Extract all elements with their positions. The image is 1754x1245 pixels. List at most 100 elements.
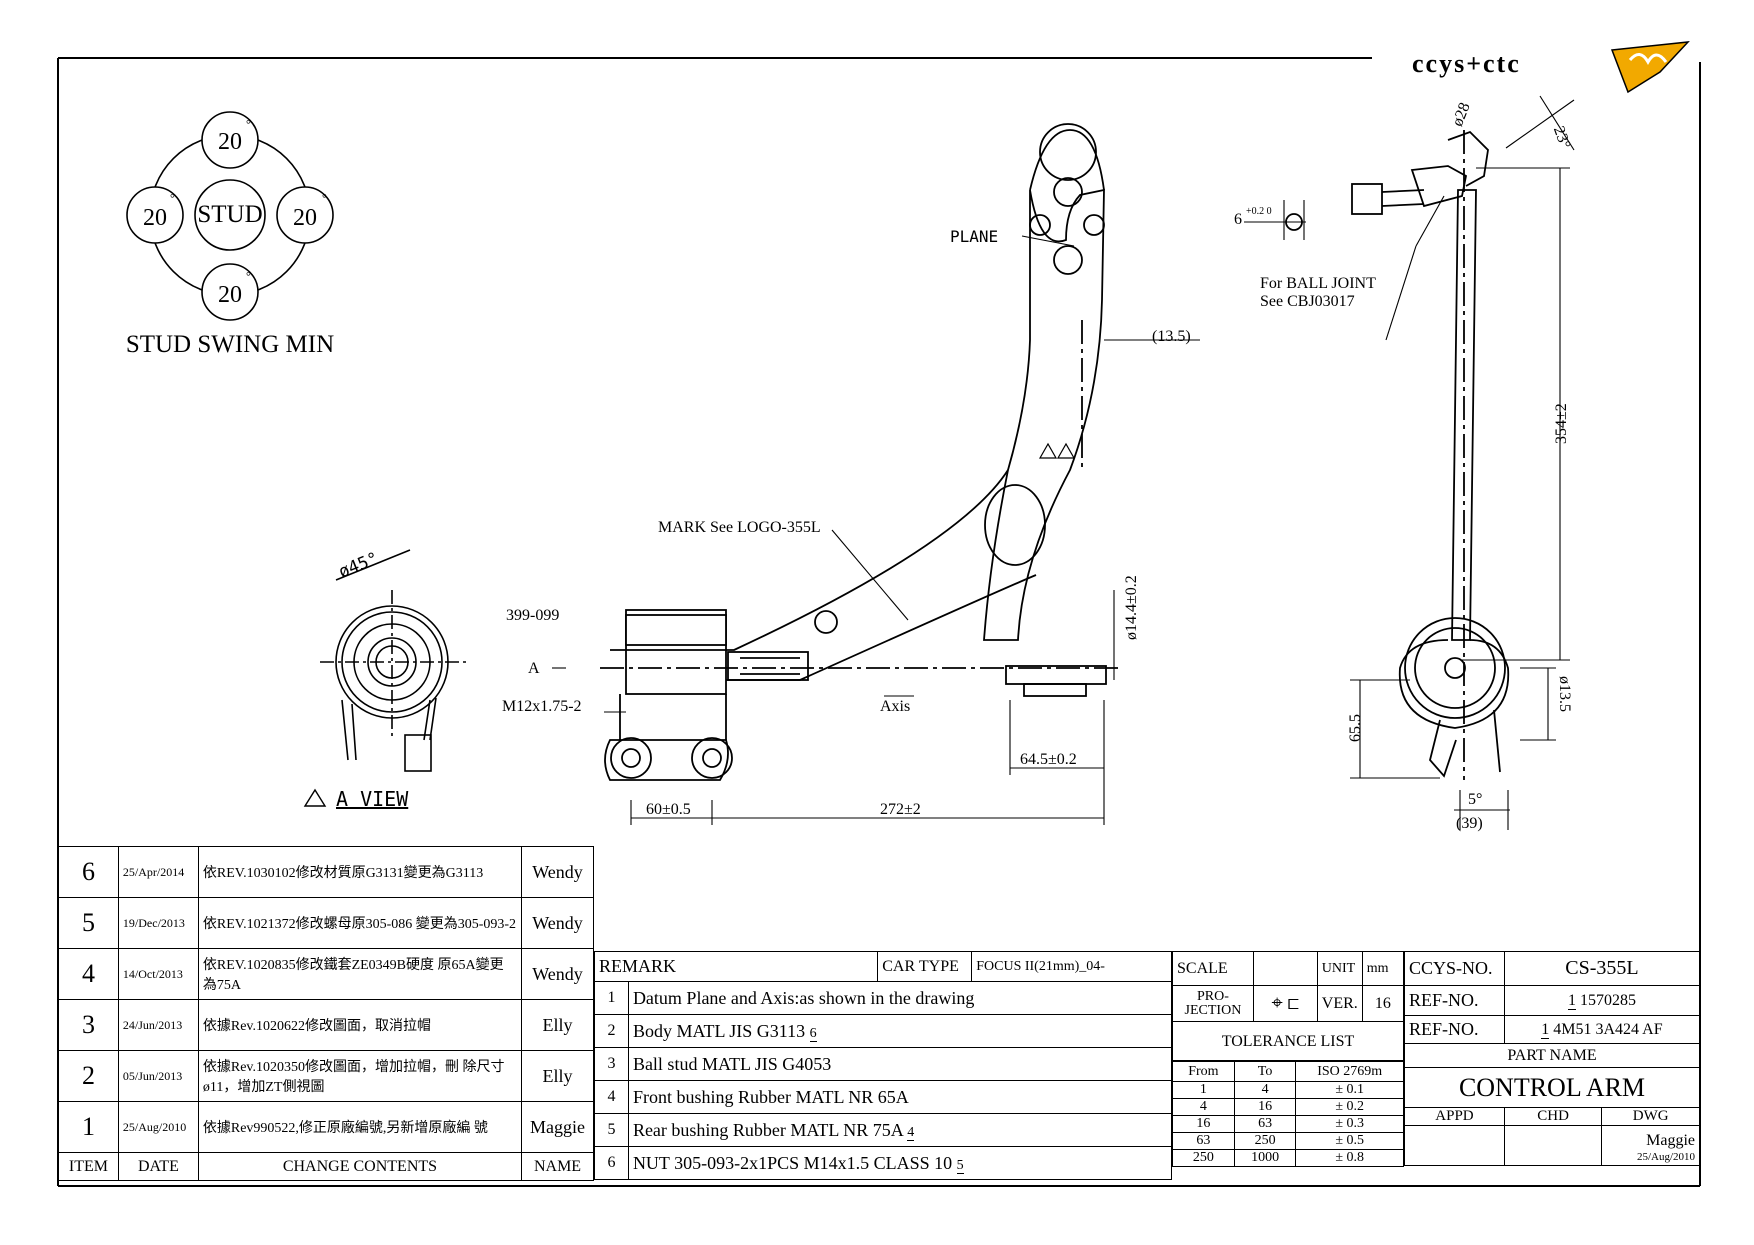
rev-triangle-icon [303,788,327,807]
stud-swing-center: STUD [197,201,262,228]
side-view-arm [600,123,1120,781]
stud-swing-degree-bottom: ° [246,269,251,283]
remark-rev-badge: 4 [907,1124,915,1141]
ball-joint-line2: See CBJ03017 [1260,293,1355,310]
revision-row: 3 24/Jun/2013 依據Rev.1020622修改圖面，取消拉帽 Ell… [58,999,594,1051]
revision-header-date: DATE [117,1152,199,1181]
projection-label: PRO- JECTION [1172,985,1254,1022]
tol-to: 63 [1233,1115,1297,1133]
revision-content: 依REV.1020835修改鐵套ZE0349B硬度 原65A變更為75A [197,948,523,1000]
chd-value [1503,1125,1603,1166]
tolerance-row: 250 1000 ± 0.8 [1172,1149,1404,1167]
tol-6: +0.2 0 [1246,206,1272,217]
dwg-label: DWG [1601,1107,1700,1126]
car-type-value: FOCUS II(21mm)_04- [971,951,1172,982]
revision-name: Elly [521,999,594,1051]
tol-header-from: From [1172,1061,1235,1082]
remark-rev-badge: 5 [956,1157,964,1174]
title-block: CCYS-NO. CS-355L REF-NO. 1 1570285 REF-N… [1404,951,1701,1166]
ver-label: VER. [1316,985,1363,1022]
mark-label: MARK See LOGO-355L [658,519,821,536]
revision-header-name: NAME [521,1152,594,1181]
dwg-name: Maggie [1646,1132,1695,1149]
ref1-cell: 1 1570285 [1503,985,1701,1016]
ref1-label: REF-NO. [1404,985,1505,1016]
revision-row: 5 19/Dec/2013 依REV.1021372修改螺母原305-086 變… [58,897,594,949]
a-view-label: A VIEW [336,787,409,811]
company-logo: ccys+ctc [1412,41,1690,94]
revision-item: 4 [58,948,119,1000]
tol-to: 1000 [1233,1149,1297,1167]
ball-joint-line1: For BALL JOINT [1260,275,1376,292]
tol-from: 1 [1172,1081,1235,1099]
tol-value: ± 0.3 [1295,1115,1404,1133]
chd-label: CHD [1503,1107,1603,1126]
revision-name: Wendy [521,897,594,949]
arrow-a-label: A [528,660,540,677]
stud-swing-degree-right: ° [322,191,327,205]
part-name-label: PART NAME [1404,1043,1700,1068]
stud-swing-top: 20 [218,129,242,155]
revision-header-row: ITEM DATE CHANGE CONTENTS NAME [58,1152,594,1181]
dim-23: 23° [1550,124,1574,151]
revision-date: 25/Aug/2010 [117,1101,199,1153]
revision-row: 6 25/Apr/2014 依REV.1030102修改材質原G3131變更為G… [58,846,594,898]
tol-to: 16 [1233,1098,1297,1116]
remark-text: Datum Plane and Axis:as shown in the dra… [627,981,1173,1015]
tol-from: 250 [1172,1149,1235,1167]
tol-value: ± 0.2 [1295,1098,1404,1116]
a-view-diameter: ø45° [336,549,381,583]
side-view-rev-triangles [1038,442,1076,459]
ref2-rev-badge: 1 [1541,1020,1550,1039]
revision-item: 1 [58,1101,119,1153]
tol-to: 250 [1233,1132,1297,1150]
revision-row: 1 25/Aug/2010 依據Rev990522,修正原廠編號,另新增原廠編 … [58,1101,594,1153]
revision-item: 6 [58,846,119,898]
ref2-value: 4M51 3A424 AF [1553,1020,1663,1038]
revision-content: 依據Rev.1020622修改圖面，取消拉帽 [197,999,523,1051]
stud-swing-bottom: 20 [218,282,242,308]
dwg-cell: Maggie 25/Aug/2010 [1601,1125,1700,1166]
revision-content: 依據Rev.1020350修改圖面，增加拉帽，刪 除尺寸ø11，增加ZT側視圖 [197,1050,523,1102]
dim-28: ø28 [1449,100,1474,129]
remark-text: NUT 305-093-2x1PCS M14x1.5 CLASS 10 5 [627,1146,1173,1180]
remark-row: 1 Datum Plane and Axis:as shown in the d… [594,981,1173,1015]
scale-row: SCALE UNIT mm [1172,951,1405,986]
approval-row: Maggie 25/Aug/2010 [1404,1125,1700,1166]
tol-header-to: To [1233,1061,1297,1082]
dim-6: 6 [1234,211,1242,228]
dwg-date: 25/Aug/2010 [1636,1151,1695,1163]
remark-text-value: Rear bushing Rubber MATL NR 75A [632,1119,903,1140]
revision-content: 依REV.1030102修改材質原G3131變更為G3113 [197,846,523,898]
revision-date: 14/Oct/2013 [117,948,199,1000]
ref2-label: REF-NO. [1404,1015,1505,1044]
remark-row: 2 Body MATL JIS G3113 6 [594,1014,1173,1048]
revision-content: 依據Rev990522,修正原廠編號,另新增原廠編 號 [197,1101,523,1153]
dim-39: (39) [1456,815,1483,832]
stud-swing-caption: STUD SWING MIN [126,331,334,358]
tolerance-header-row: From To ISO 2769m [1172,1061,1404,1082]
tolerance-title: TOLERANCE LIST [1172,1021,1404,1061]
unit-label: UNIT [1316,951,1363,986]
side-view-dimensions [552,235,1200,825]
revision-header-item: ITEM [58,1152,119,1181]
tol-from: 4 [1172,1098,1235,1116]
remark-no: 6 [594,1146,629,1180]
scale-value [1252,951,1318,986]
tol-value: ± 0.8 [1295,1149,1404,1167]
revision-row: 4 14/Oct/2013 依REV.1020835修改鐵套ZE0349B硬度 … [58,948,594,1000]
dim-13-5-side: (13.5) [1152,328,1191,345]
revision-name: Wendy [521,846,594,898]
appd-label: APPD [1404,1107,1505,1126]
tolerance-row: 4 16 ± 0.2 [1172,1098,1404,1116]
remark-no: 4 [594,1080,629,1114]
plane-label: PLANE [950,227,998,246]
dim-13-5-front: ø13.5 [1556,676,1573,712]
part-name-row: CONTROL ARM [1404,1067,1700,1108]
remark-text: Rear bushing Rubber MATL NR 75A 4 [627,1113,1173,1147]
revision-name: Maggie [521,1101,594,1153]
dim-354: 354±2 [1553,403,1570,444]
tolerance-row: 1 4 ± 0.1 [1172,1081,1404,1099]
revision-table: 6 25/Apr/2014 依REV.1030102修改材質原G3131變更為G… [58,846,594,1181]
stud-swing-diagram [126,111,334,321]
